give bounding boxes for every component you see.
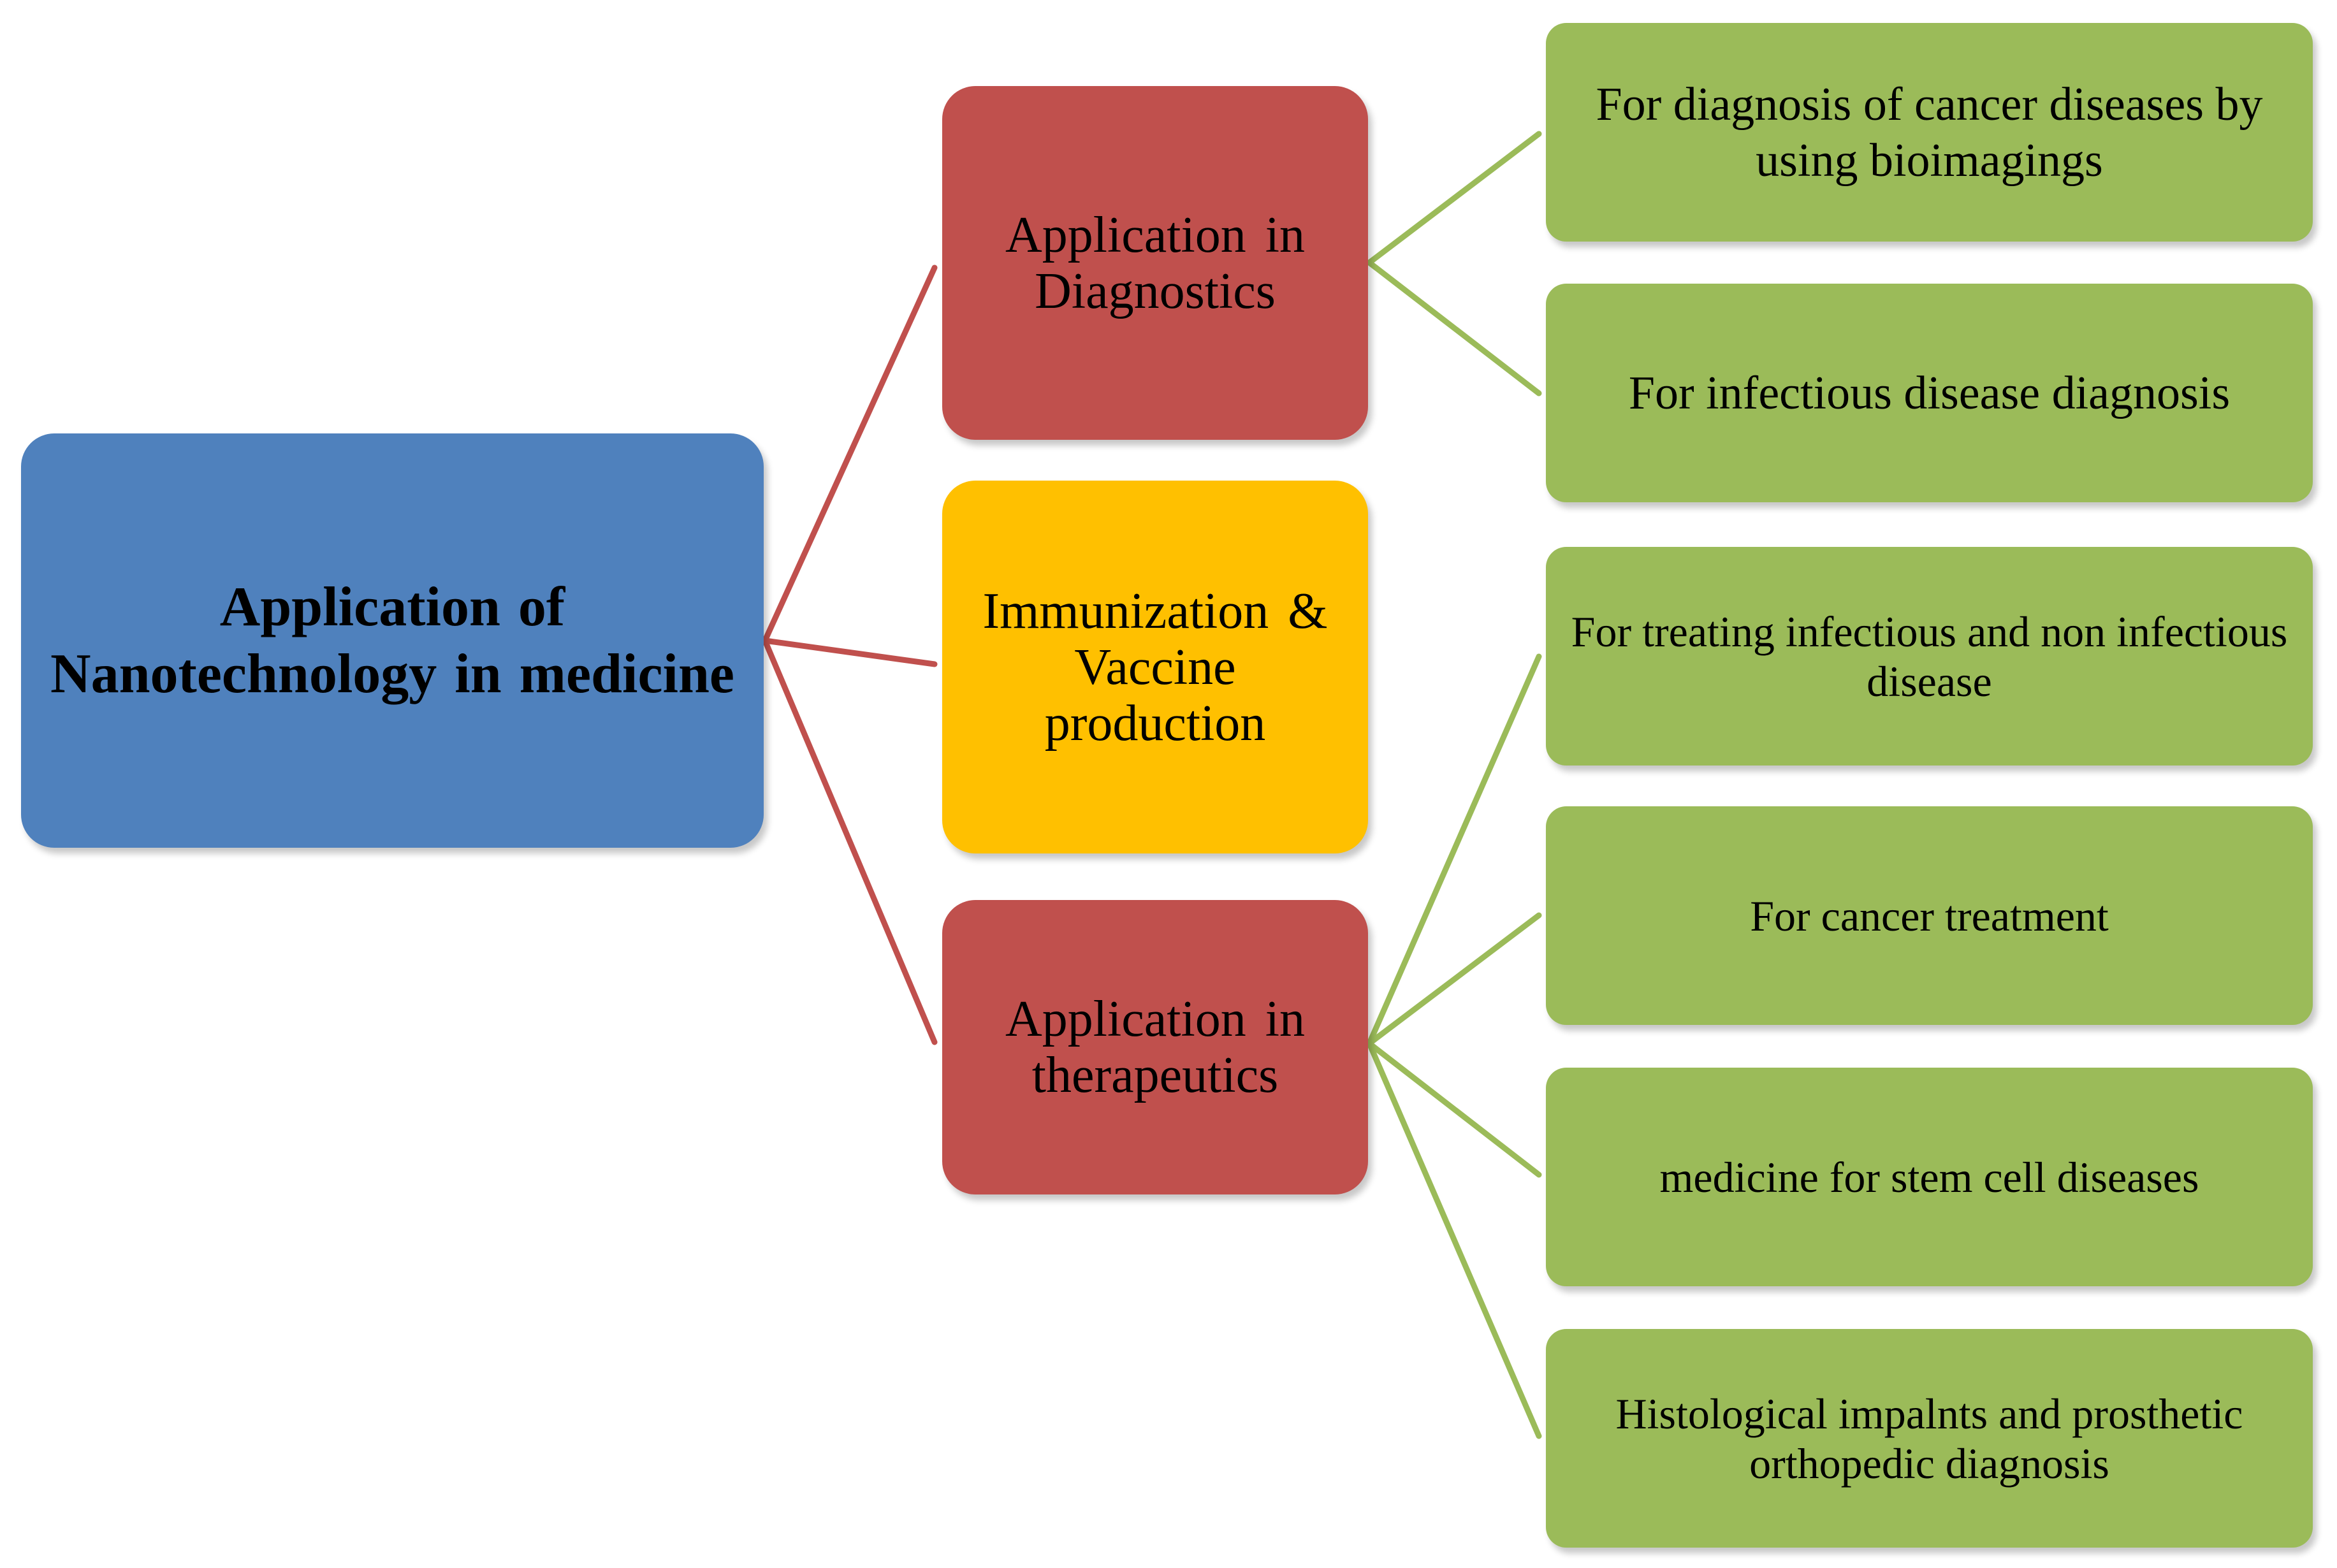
connector-therapeutics-to-cancer-treatment (1366, 912, 1542, 1047)
category-node-therapeutics: Application in therapeutics (942, 900, 1368, 1194)
connector-root-to-therapeutics (762, 637, 938, 1045)
leaf-label-infectious-treatment: For treating infectious and non infectio… (1571, 607, 2288, 706)
leaf-node-implants: Histological impalnts and prosthetic ort… (1546, 1329, 2313, 1548)
category-node-diagnostics: Application in Diagnostics (942, 86, 1368, 440)
leaf-label-cancer-treatment: For cancer treatment (1750, 891, 2109, 940)
connector-therapeutics-to-stem-cell (1366, 1040, 1542, 1178)
connector-diagnostics-to-cancer-diagnosis (1366, 131, 1542, 266)
connector-therapeutics-to-infectious-treatment (1366, 653, 1542, 1047)
connector-root-to-immunization (762, 637, 938, 667)
root-node-nanotechnology-medicine: Application of Nanotechnology in medicin… (21, 433, 764, 848)
connector-root-to-diagnostics (762, 265, 938, 644)
category-label-diagnostics: Application in Diagnostics (1005, 207, 1305, 319)
connector-therapeutics-to-implants (1366, 1040, 1542, 1439)
leaf-label-cancer-diagnosis: For diagnosis of cancer diseases by usin… (1596, 78, 2263, 187)
leaf-node-stem-cell: medicine for stem cell diseases (1546, 1068, 2313, 1286)
leaf-label-stem-cell: medicine for stem cell diseases (1659, 1152, 2199, 1201)
category-label-therapeutics: Application in therapeutics (1005, 991, 1305, 1103)
leaf-label-implants: Histological impalnts and prosthetic ort… (1615, 1389, 2243, 1488)
root-connectors (762, 265, 938, 1045)
root-node-label: Application of Nanotechnology in medicin… (50, 576, 734, 705)
leaf-node-infectious-treatment: For treating infectious and non infectio… (1546, 547, 2313, 766)
leaf-connectors (1366, 131, 1542, 1439)
leaf-node-cancer-treatment: For cancer treatment (1546, 806, 2313, 1025)
category-node-immunization: Immunization & Vaccine production (942, 481, 1368, 853)
leaf-node-cancer-diagnosis: For diagnosis of cancer diseases by usin… (1546, 23, 2313, 242)
leaf-node-infectious-diagnosis: For infectious disease diagnosis (1546, 284, 2313, 502)
connector-diagnostics-to-infectious-diagnosis (1366, 259, 1542, 396)
category-label-immunization: Immunization & Vaccine production (982, 583, 1328, 751)
leaf-label-infectious-diagnosis: For infectious disease diagnosis (1628, 367, 2231, 419)
